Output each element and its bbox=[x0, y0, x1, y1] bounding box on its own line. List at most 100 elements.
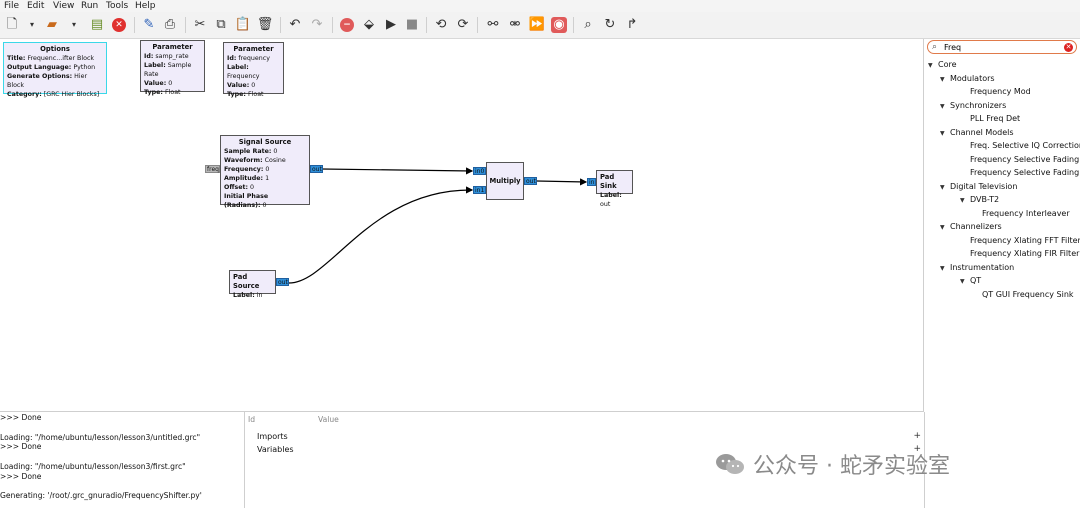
multiply-in0-port[interactable]: in0 bbox=[473, 167, 486, 175]
disable-block-icon[interactable]: − bbox=[340, 18, 354, 32]
expand-arrow-icon[interactable]: ▼ bbox=[940, 129, 945, 137]
tree-block-item[interactable]: Freq. Selective IQ Correction bbox=[960, 139, 1080, 152]
expand-arrow-icon[interactable]: ▼ bbox=[940, 183, 945, 191]
create-hier-icon[interactable]: ⚯ bbox=[487, 17, 499, 32]
tree-category[interactable]: ▼Digital Television bbox=[940, 180, 1017, 193]
tree-block-item[interactable]: QT GUI Frequency Sink bbox=[972, 288, 1074, 301]
tree-category[interactable]: ▼Core bbox=[928, 58, 957, 71]
variable-row-variables[interactable]: Variables bbox=[257, 445, 294, 454]
watermark-text: 公众号 · 蛇矛实验室 bbox=[753, 454, 950, 479]
undo-icon[interactable]: ↶ bbox=[289, 17, 301, 32]
parameter-block-frequency[interactable]: Parameter Id: frequency Label: Frequency… bbox=[223, 42, 284, 98]
open-dropdown-icon[interactable]: ▾ bbox=[71, 20, 76, 29]
pad-source-block[interactable]: Pad Source Label: in bbox=[229, 270, 276, 299]
new-dropdown-icon[interactable]: ▾ bbox=[29, 20, 34, 29]
menu-tools[interactable]: Tools bbox=[106, 1, 129, 11]
tree-block-item[interactable]: PLL Freq Det bbox=[960, 112, 1020, 125]
tree-label: Frequency Selective Fading Mo bbox=[970, 154, 1080, 164]
block-param: Label: Sample Rate bbox=[144, 62, 192, 78]
search-icon: ⌕ bbox=[932, 42, 938, 52]
signal-source-out-port[interactable]: out bbox=[310, 165, 323, 173]
paste-icon[interactable]: 📋 bbox=[234, 17, 252, 32]
add-icon[interactable]: + bbox=[913, 444, 921, 454]
pad-sink-in-port[interactable]: in bbox=[587, 178, 596, 186]
expand-arrow-icon[interactable]: ▼ bbox=[940, 264, 945, 272]
multiply-block[interactable]: Multiply bbox=[486, 162, 524, 200]
save-icon[interactable]: ▤ bbox=[90, 17, 104, 32]
pad-sink-block[interactable]: Pad Sink Label: out bbox=[596, 170, 633, 208]
expand-arrow-icon[interactable]: ▼ bbox=[940, 102, 945, 110]
tree-category[interactable]: ▼Channelizers bbox=[940, 220, 1002, 233]
tree-category[interactable]: ▼ DVB-T2 bbox=[960, 193, 999, 206]
tree-block-item[interactable]: Frequency Xlating FIR Filter bbox=[960, 247, 1079, 260]
add-icon[interactable]: + bbox=[913, 431, 921, 441]
forward-icon[interactable]: ⏩ bbox=[528, 17, 546, 32]
search-input[interactable] bbox=[944, 42, 1054, 52]
block-title: Pad Source bbox=[233, 273, 260, 290]
rotate-ccw-icon[interactable]: ⟲ bbox=[435, 17, 447, 32]
delete-icon[interactable]: 🗑 bbox=[256, 17, 274, 32]
menu-view[interactable]: View bbox=[53, 1, 75, 11]
block-param: Title: Frequenc...ifter Block bbox=[7, 55, 95, 62]
signal-source-freq-port[interactable]: freq bbox=[205, 165, 220, 173]
tree-category[interactable]: ▼Modulators bbox=[940, 72, 995, 85]
pane-divider[interactable] bbox=[0, 411, 924, 412]
tree-block-item[interactable]: Frequency Mod bbox=[960, 85, 1031, 98]
multiply-in1-port[interactable]: in1 bbox=[473, 186, 486, 194]
tree-category[interactable]: ▼Synchronizers bbox=[940, 99, 1006, 112]
parameter-block-samp-rate[interactable]: Parameter Id: samp_rate Label: Sample Ra… bbox=[140, 40, 205, 96]
expand-arrow-icon[interactable]: ▼ bbox=[928, 62, 933, 69]
bypass-icon[interactable]: ⬙ bbox=[364, 17, 374, 32]
console-line: Loading: "/home/ubuntu/lesson/lesson3/fi… bbox=[0, 462, 186, 471]
block-param: Id: samp_rate bbox=[144, 53, 189, 60]
signal-source-block[interactable]: Signal Source Sample Rate: 0 Waveform: C… bbox=[220, 135, 310, 209]
edit-icon[interactable]: ✎ bbox=[143, 17, 155, 32]
variable-row-imports[interactable]: Imports bbox=[257, 432, 288, 441]
reload-icon[interactable]: ↻ bbox=[604, 17, 616, 32]
open-folder-icon[interactable]: ▰ bbox=[47, 17, 57, 32]
menu-help[interactable]: Help bbox=[135, 1, 156, 11]
tree-category[interactable]: ▼QT bbox=[960, 274, 981, 287]
pad-source-out-port[interactable]: out bbox=[276, 278, 289, 286]
tree-block-item[interactable]: Frequency Xlating FFT Filter bbox=[960, 234, 1080, 247]
new-file-icon[interactable]: 🗋 bbox=[6, 17, 18, 32]
flowgraph-canvas[interactable]: Options Title: Frequenc...ifter Block Ou… bbox=[0, 39, 924, 411]
redo-icon[interactable]: ↷ bbox=[311, 17, 323, 32]
execute-icon[interactable]: ▶ bbox=[386, 17, 396, 32]
tree-category[interactable]: ▼Instrumentation bbox=[940, 261, 1014, 274]
block-param: Id: frequency bbox=[227, 55, 270, 62]
stop-icon[interactable]: ■ bbox=[405, 17, 419, 32]
expand-arrow-icon[interactable]: ▼ bbox=[940, 75, 945, 83]
rotate-cw-icon[interactable]: ⟳ bbox=[457, 17, 469, 32]
menu-run[interactable]: Run bbox=[81, 1, 99, 11]
options-block[interactable]: Options Title: Frequenc...ifter Block Ou… bbox=[3, 42, 107, 98]
expand-arrow-icon[interactable]: ▼ bbox=[960, 278, 965, 285]
print-icon[interactable]: ⎙ bbox=[164, 17, 176, 32]
menu-file[interactable]: File bbox=[4, 1, 20, 11]
find-icon[interactable]: ⌕ bbox=[584, 17, 592, 32]
goto-icon[interactable]: ↱ bbox=[626, 17, 638, 32]
open-hier-icon[interactable]: ⚮ bbox=[509, 17, 521, 32]
multiply-out-port[interactable]: out bbox=[524, 177, 537, 185]
console-line: >>> Done bbox=[0, 471, 42, 481]
tree-block-item[interactable]: Frequency Interleaver bbox=[972, 207, 1070, 220]
block-title: Options bbox=[40, 45, 70, 53]
tree-label: DVB-T2 bbox=[970, 195, 1000, 204]
console-line: Loading: "/home/ubuntu/lesson/lesson3/un… bbox=[0, 432, 201, 442]
block-search-box[interactable]: ⌕ ✕ bbox=[927, 40, 1077, 54]
cut-icon[interactable]: ✂ bbox=[194, 17, 206, 32]
expand-arrow-icon[interactable]: ▼ bbox=[940, 224, 945, 231]
close-icon[interactable]: ✕ bbox=[112, 18, 126, 32]
tree-block-item[interactable]: Frequency Selective Fading Mo bbox=[960, 166, 1080, 179]
kill-icon[interactable]: ◉ bbox=[551, 17, 567, 33]
tree-block-item[interactable]: Frequency Selective Fading Mo bbox=[960, 153, 1080, 166]
clear-search-icon[interactable]: ✕ bbox=[1064, 43, 1073, 52]
wechat-logo-icon bbox=[716, 454, 744, 474]
tree-category[interactable]: ▼Channel Models bbox=[940, 126, 1014, 139]
tree-label: Freq. Selective IQ Correction bbox=[970, 141, 1080, 150]
console-line: Generating: '/root/.grc_gnuradio/Frequen… bbox=[0, 491, 202, 501]
copy-icon[interactable]: ⧉ bbox=[216, 17, 226, 32]
expand-arrow-icon[interactable]: ▼ bbox=[960, 197, 965, 204]
menu-edit[interactable]: Edit bbox=[27, 1, 45, 11]
